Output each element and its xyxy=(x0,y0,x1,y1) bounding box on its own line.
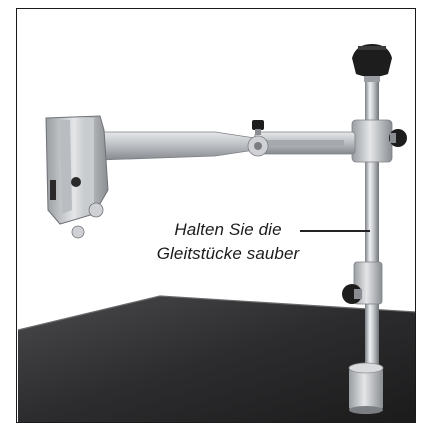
microscope-holder xyxy=(45,115,109,239)
annotation-text: Halten Sie die Gleitstücke sauber xyxy=(128,218,328,266)
base-plate xyxy=(17,295,417,423)
annotation-leader-line xyxy=(300,230,370,232)
top-knob xyxy=(352,44,392,82)
annotation-line-1: Halten Sie die xyxy=(174,220,282,239)
lower-clamp xyxy=(342,261,383,305)
annotation-line-2: Gleitstücke sauber xyxy=(156,244,300,263)
boom-arm xyxy=(99,120,356,161)
upper-clamp xyxy=(351,119,407,163)
